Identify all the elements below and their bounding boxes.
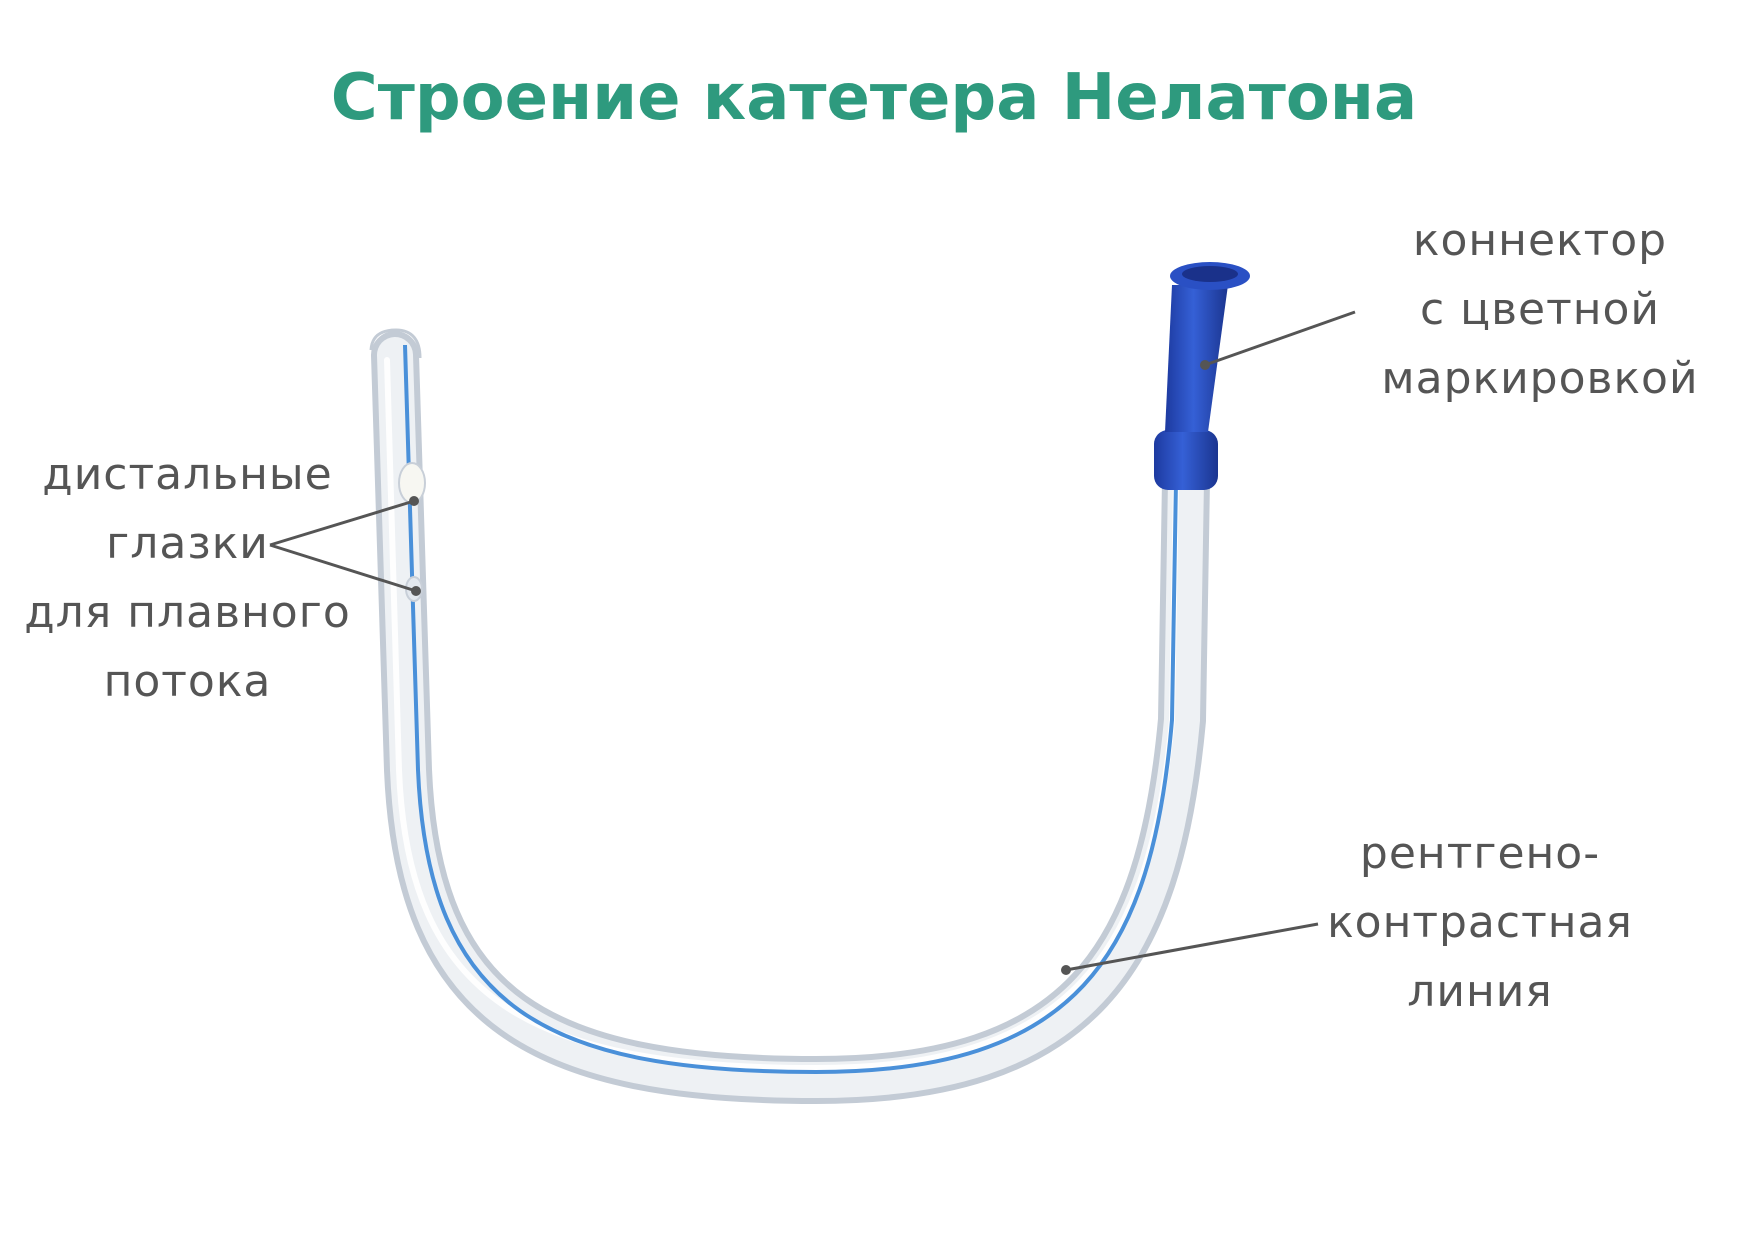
- connector-mouth-inner: [1182, 266, 1238, 282]
- catheter-tip: [369, 328, 422, 359]
- label-connector: коннектор с цветной маркировкой: [1345, 206, 1735, 413]
- leader-line-eye-upper: [269, 499, 415, 547]
- catheter-tube-highlight: [384, 357, 1179, 1072]
- leader-line-connector: [1204, 310, 1356, 367]
- catheter-tube-inner: [377, 337, 1204, 1099]
- connector-funnel: [1165, 285, 1228, 432]
- leader-line-eye-lower: [269, 543, 417, 593]
- leader-line-radiopaque: [1065, 922, 1319, 972]
- catheter-illustration-icon: [369, 262, 1250, 1105]
- label-distal-eyes-line-4: потока: [103, 656, 272, 707]
- leader-dot-radiopaque: [1061, 965, 1071, 975]
- label-radiopaque-line: рентгено- контрастная линия: [1300, 819, 1660, 1026]
- label-distal-eyes-line-1: дистальные: [42, 449, 333, 500]
- label-distal-eyes: дистальные глазки для плавного потока: [0, 440, 375, 716]
- leader-dot-eye-upper: [409, 496, 419, 506]
- leader-dots: [409, 360, 1210, 975]
- connector-cuff: [1154, 430, 1218, 490]
- page-title: Строение катетера Нелатона: [330, 61, 1418, 135]
- leader-dot-eye-lower: [411, 586, 421, 596]
- label-radiopaque-line-1: рентгено-: [1359, 828, 1601, 879]
- label-distal-eyes-line-2: глазки: [106, 518, 269, 569]
- label-distal-eyes-line-3: для плавного: [24, 587, 351, 638]
- label-radiopaque-line-2: контрастная: [1327, 897, 1633, 948]
- leader-dot-connector: [1200, 360, 1210, 370]
- label-radiopaque-line-3: линия: [1407, 966, 1553, 1017]
- label-connector-line-2: с цветной: [1419, 284, 1661, 335]
- leader-lines: [269, 310, 1356, 972]
- radiopaque-line-stripe: [403, 344, 1178, 1075]
- label-connector-line-3: маркировкой: [1381, 353, 1699, 404]
- label-connector-line-1: коннектор: [1412, 215, 1668, 266]
